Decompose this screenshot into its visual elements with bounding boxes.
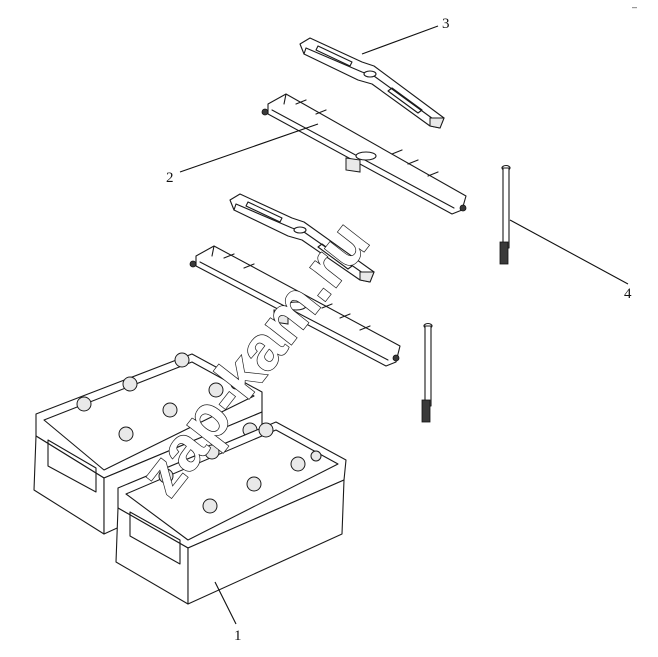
battery-front-caps: [158, 422, 322, 514]
callout-battery: 1: [234, 628, 242, 644]
callout-bolt: 4: [624, 286, 632, 302]
leader-4: [509, 219, 629, 285]
clamp-bar-lower: [229, 193, 375, 283]
battery-back-caps: [76, 352, 258, 442]
bolt-right: [499, 164, 511, 265]
callout-long-bracket: 2: [166, 170, 174, 186]
leader-2: [179, 123, 319, 173]
battery-front: [115, 421, 347, 605]
leader-3: [361, 25, 439, 55]
corner-mark: –: [632, 2, 637, 12]
bolt-left: [421, 322, 433, 423]
clamp-bar-upper: [299, 37, 445, 129]
callout-clamp-bar: 3: [442, 16, 450, 32]
long-bracket-lower: [189, 245, 401, 367]
leader-1: [214, 581, 237, 625]
